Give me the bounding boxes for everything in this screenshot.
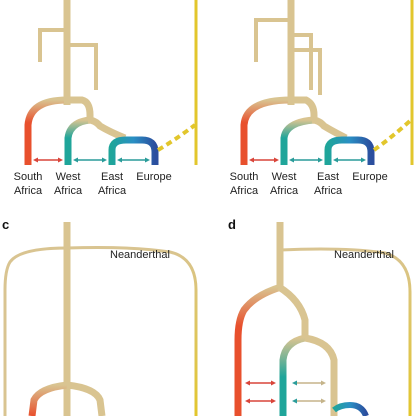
east-europe-arch <box>108 136 159 165</box>
east-europe-arch <box>332 401 369 416</box>
non-sa-branch <box>277 284 309 340</box>
label-west-africa-2: Africa <box>270 185 299 197</box>
panel-letter-d: d <box>228 217 236 232</box>
south-africa-branch <box>28 381 68 416</box>
east-europe-arch <box>324 136 375 165</box>
west-africa-branch <box>280 116 315 165</box>
archaic-gene-flow <box>372 118 413 152</box>
label-south-africa-2: Africa <box>14 185 43 197</box>
panel-d: d Neanderthal <box>228 217 412 416</box>
label-east-africa-2: Africa <box>314 185 343 197</box>
migration-arrows <box>245 380 326 404</box>
east-stem <box>87 116 127 142</box>
label-neanderthal: Neanderthal <box>334 249 394 261</box>
archaic-branch-2 <box>67 43 98 90</box>
non-sa-branch <box>64 96 94 120</box>
west-africa-branch <box>279 334 306 416</box>
label-south-africa-2: Africa <box>230 185 259 197</box>
label-east-africa-1: East <box>317 171 339 183</box>
neanderthal-branch <box>66 246 198 416</box>
archaic-branch <box>254 18 291 62</box>
migration-arrows <box>33 157 150 163</box>
label-west-africa-1: West <box>56 171 81 183</box>
label-west-africa-2: Africa <box>54 185 83 197</box>
east-stem <box>311 116 348 142</box>
archaic-branch <box>38 28 67 62</box>
label-europe: Europe <box>136 171 171 183</box>
panel-c: c Neanderthal <box>2 217 198 416</box>
label-west-africa-1: West <box>272 171 297 183</box>
label-neanderthal: Neanderthal <box>110 249 170 261</box>
archaic-branch-3 <box>291 48 322 95</box>
label-south-africa-1: South <box>230 171 259 183</box>
panel-top-left: South Africa West Africa East Africa Eur… <box>14 0 198 197</box>
east-branch <box>304 334 338 416</box>
non-sa-branch <box>288 96 318 120</box>
panel-letter-c: c <box>2 217 9 232</box>
south-africa-branch <box>24 96 68 165</box>
archaic-branch-2 <box>291 33 313 90</box>
south-africa-branch <box>240 96 292 165</box>
archaic-gene-flow <box>156 123 197 152</box>
south-africa-branch <box>234 283 283 416</box>
label-east-africa-1: East <box>101 171 123 183</box>
west-africa-branch <box>64 116 91 165</box>
label-east-africa-2: Africa <box>98 185 127 197</box>
label-europe: Europe <box>352 171 387 183</box>
label-south-africa-1: South <box>14 171 43 183</box>
migration-arrows <box>249 157 366 163</box>
left-archaic-branch <box>3 246 68 416</box>
other-branch <box>66 381 106 416</box>
panel-top-right: South Africa West Africa East Africa Eur… <box>230 0 414 197</box>
neanderthal-branch <box>279 247 412 416</box>
